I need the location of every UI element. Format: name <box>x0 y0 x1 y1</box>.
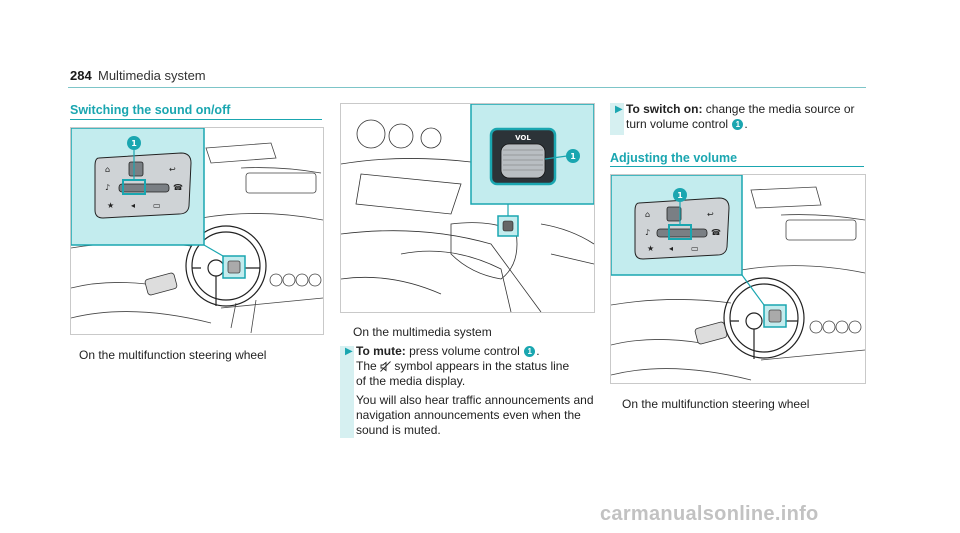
svg-text:▭: ▭ <box>691 244 699 253</box>
mute-text: press volume control <box>409 344 520 358</box>
symbol-line-2: of the media display. <box>356 374 466 388</box>
svg-text:★: ★ <box>647 244 654 253</box>
announce-line-3: sound is muted. <box>356 423 441 437</box>
switch-on-text: change the media source or <box>705 102 855 116</box>
steering-wheel-illustration: ⌂ ↩ ♪ ☎ ★ ◂ ▭ 1 <box>71 128 323 334</box>
callout-number: 1 <box>524 346 536 358</box>
mute-speaker-icon <box>380 361 391 373</box>
switch-on-end: . <box>744 117 748 131</box>
figure-caption-left: On the multifunction steering wheel <box>79 348 267 362</box>
announce-line-1: You will also hear traffic announcements… <box>356 393 594 407</box>
svg-text:⌂: ⌂ <box>105 165 110 174</box>
step-highlight-bar <box>610 103 624 135</box>
header-divider <box>68 87 866 88</box>
svg-text:◂: ◂ <box>131 201 135 210</box>
figure-caption-middle: On the multimedia system <box>353 325 492 339</box>
callout-number: 1 <box>131 139 137 148</box>
symbol-pre-text: The <box>356 359 377 373</box>
callout-number: 1 <box>570 152 576 161</box>
svg-text:◂: ◂ <box>669 244 673 253</box>
svg-text:★: ★ <box>107 201 114 210</box>
watermark: carmanualsonline.info <box>600 503 819 525</box>
section-heading-rule <box>70 119 322 120</box>
page-section-title: Multimedia system <box>98 68 206 83</box>
switch-on-label: To switch on: <box>626 102 703 116</box>
step-arrow-icon: ▶ <box>615 104 623 115</box>
figure-steering-wheel-volume: ⌂ ↩ ♪ ☎ ★ ◂ ▭ 1 <box>610 174 866 384</box>
svg-text:☎: ☎ <box>711 228 721 237</box>
center-console-illustration: VOL 1 <box>341 104 594 312</box>
switch-on-line-2: turn volume control <box>626 117 729 131</box>
announce-line-2: navigation announcements even when the <box>356 408 581 422</box>
mute-instructions: To mute: press volume control 1. The sym… <box>356 344 596 438</box>
svg-text:↩: ↩ <box>169 165 176 174</box>
figure-steering-wheel-mute: ⌂ ↩ ♪ ☎ ★ ◂ ▭ 1 <box>70 127 324 335</box>
page-number: 284 <box>70 68 92 83</box>
section-heading-rule <box>610 166 864 167</box>
vol-knob-label: VOL <box>515 134 531 142</box>
svg-text:♪: ♪ <box>645 228 650 237</box>
svg-text:♪: ♪ <box>105 183 110 192</box>
section-heading-switching-sound: Switching the sound on/off <box>70 103 231 117</box>
section-heading-adjusting-volume: Adjusting the volume <box>610 151 738 165</box>
symbol-post-text: symbol appears in the status line <box>394 359 570 373</box>
mute-symbol-line: The symbol appears in the status line <box>356 359 596 374</box>
step-arrow-icon: ▶ <box>345 346 353 357</box>
mute-label: To mute: <box>356 344 406 358</box>
svg-text:↩: ↩ <box>707 210 714 219</box>
switch-on-instructions: To switch on: change the media source or… <box>626 102 866 132</box>
callout-number: 1 <box>732 119 744 131</box>
step-highlight-bar <box>340 346 354 438</box>
callout-number: 1 <box>677 191 683 200</box>
figure-multimedia-volume-control: VOL 1 <box>340 103 595 313</box>
svg-text:☎: ☎ <box>173 183 183 192</box>
figure-caption-right: On the multifunction steering wheel <box>622 397 810 411</box>
svg-text:⌂: ⌂ <box>645 210 650 219</box>
mute-step-line: To mute: press volume control 1. <box>356 344 596 359</box>
mute-text-end: . <box>536 344 540 358</box>
steering-wheel-illustration: ⌂ ↩ ♪ ☎ ★ ◂ ▭ 1 <box>611 175 865 381</box>
svg-text:▭: ▭ <box>153 201 161 210</box>
